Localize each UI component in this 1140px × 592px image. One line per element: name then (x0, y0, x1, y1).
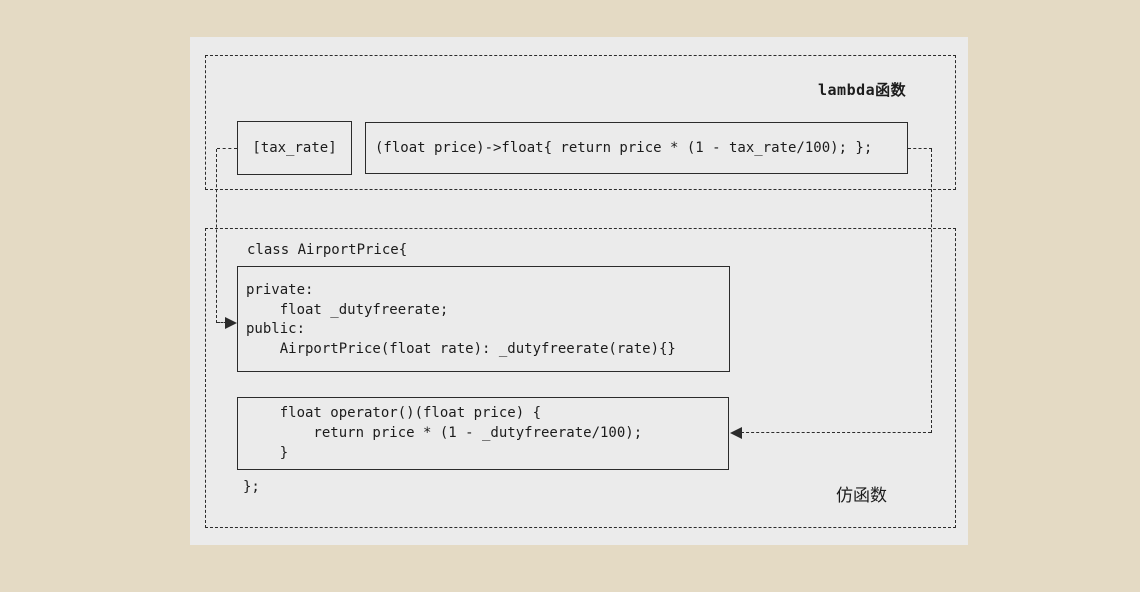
functor-section-label: 仿函数 (836, 486, 887, 506)
arrowhead-into-operator-icon (730, 427, 742, 439)
functor-section-frame (205, 228, 956, 528)
capture-connector-top-segment (217, 148, 237, 149)
lambda-body-box: (float price)->float{ return price * (1 … (365, 122, 908, 174)
capture-connector-vertical-segment (216, 149, 217, 323)
body-connector-top-segment (908, 148, 932, 149)
body-connector-vertical-segment (931, 149, 932, 433)
operator-function-box: float operator()(float price) { return p… (237, 397, 729, 470)
lambda-section-label: lambda函数 (818, 81, 907, 99)
capture-connector-bottom-segment (217, 322, 227, 323)
class-closing-brace-text: }; (243, 479, 260, 495)
lambda-capture-text: [tax_rate] (252, 140, 337, 156)
body-connector-bottom-segment (741, 432, 931, 433)
lambda-capture-box: [tax_rate] (237, 121, 352, 175)
class-members-box: private: float _dutyfreerate; public: Ai… (237, 266, 730, 372)
lambda-section-frame (205, 55, 956, 190)
lambda-body-text: (float price)->float{ return price * (1 … (375, 140, 873, 156)
diagram-panel: lambda函数 [tax_rate] (float price)->float… (190, 37, 968, 545)
arrowhead-into-members-icon (225, 317, 237, 329)
class-declaration-text: class AirportPrice{ (247, 242, 408, 258)
